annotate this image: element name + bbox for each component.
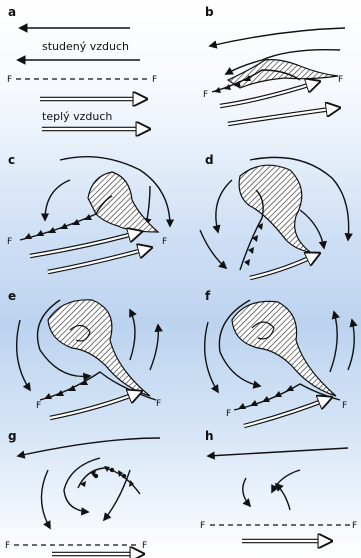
precipitation-zone <box>47 299 151 397</box>
panel-f: f F F <box>203 289 358 429</box>
front-marker-left: F <box>200 521 205 531</box>
panel-label-g: g <box>8 429 17 443</box>
front-marker-right: F <box>142 541 147 551</box>
circulation-arrow <box>149 323 163 371</box>
front-symbols <box>80 466 134 487</box>
panel-label-h: h <box>205 429 214 443</box>
circulation-arrow <box>347 318 358 371</box>
occlusion-spiral <box>69 324 91 342</box>
front-marker-left: F <box>36 401 41 411</box>
circulation-arrow <box>274 482 291 511</box>
panel-b: b F F <box>203 5 346 127</box>
circulation-arrow <box>36 299 92 382</box>
cold-front-symbols <box>44 379 88 399</box>
front-line <box>239 189 264 271</box>
cold-front-symbols <box>238 385 294 409</box>
circulation-arrow <box>102 469 131 522</box>
front-marker-left: F <box>7 237 12 247</box>
circulation-arrow <box>242 477 252 508</box>
cold-flow-arrow <box>208 27 346 49</box>
front-marker-right: F <box>352 521 357 531</box>
panel-d: d <box>199 153 353 281</box>
circulation-arrow <box>143 185 152 227</box>
circulation-arrow <box>59 156 175 228</box>
circulation-arrow <box>249 156 353 242</box>
front-marker-right: F <box>156 399 161 409</box>
cold-air-label: studený vzduch <box>42 40 129 53</box>
circulation-arrow <box>329 310 340 373</box>
circulation-arrow <box>212 179 233 234</box>
panel-e: e F F <box>8 289 163 421</box>
panel-label-c: c <box>8 153 15 167</box>
panel-label-b: b <box>205 5 214 19</box>
circulation-arrow <box>129 308 137 361</box>
precipitation-zone <box>231 300 337 397</box>
circulation-arrow <box>199 229 228 270</box>
precipitation-zone <box>238 164 313 253</box>
cold-front-symbols <box>244 223 263 266</box>
panel-a: a studený vzduch F F teplý vzduch <box>7 5 157 129</box>
front-marker-right: F <box>152 75 157 85</box>
front-marker-right: F <box>162 237 167 247</box>
front-marker-left: F <box>7 75 12 85</box>
front-marker-right: F <box>338 75 343 85</box>
cold-front-symbols <box>24 214 92 239</box>
cold-flow-arrow <box>224 49 341 75</box>
circulation-arrow <box>203 321 219 394</box>
panel-h: h F F <box>200 429 357 541</box>
panel-label-a: a <box>8 5 16 19</box>
cold-flow-arrow <box>206 447 349 460</box>
cold-front-symbols <box>214 75 251 93</box>
front-marker-left: F <box>203 90 208 100</box>
panel-c: c F F <box>7 153 175 275</box>
front-marker-right: F <box>342 401 347 411</box>
circulation-arrow <box>40 179 71 222</box>
front-marker-left: F <box>226 409 231 419</box>
cold-flow-arrow <box>16 437 161 459</box>
panel-g: g F F <box>5 429 161 554</box>
warm-air-label: teplý vzduch <box>42 110 112 123</box>
circulation-arrow <box>40 469 51 530</box>
panel-label-e: e <box>8 289 16 303</box>
precipitation-zone <box>226 59 339 89</box>
circulation-arrow <box>218 299 262 389</box>
precipitation-zone <box>87 171 160 233</box>
circulation-arrow <box>63 457 101 516</box>
panel-label-f: f <box>205 289 211 303</box>
circulation-arrow <box>271 469 301 494</box>
front-marker-left: F <box>5 541 10 551</box>
panel-label-d: d <box>205 153 214 167</box>
circulation-arrow <box>15 319 31 392</box>
occlusion-spiral <box>251 321 275 340</box>
circulation-arrow <box>299 209 327 250</box>
